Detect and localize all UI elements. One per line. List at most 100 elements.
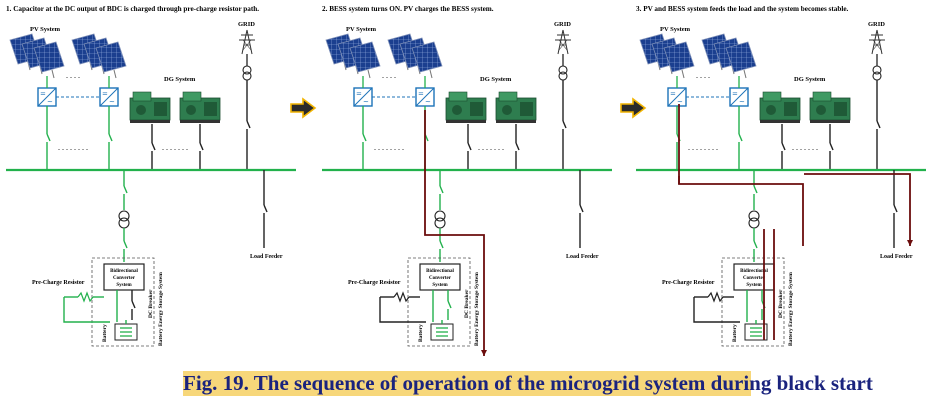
bdc-label-line: Converter — [429, 276, 452, 281]
pv-ellipsis: . . . . — [696, 71, 710, 80]
bdc-label-line: Converter — [743, 276, 766, 281]
panel-1-precharge: 1. Capacitor at the DC output of BDC is … — [6, 5, 296, 347]
dc-breaker — [447, 290, 452, 320]
resistor-icon — [707, 291, 724, 303]
battery-icon — [744, 323, 768, 341]
pv-breaker-ellipsis: . . . . . . . . — [58, 143, 88, 152]
bidirectional-converter-box — [419, 263, 461, 291]
panel-title: 1. Capacitor at the DC output of BDC is … — [6, 5, 259, 13]
pv-array — [71, 33, 127, 79]
transmission-tower-icon — [554, 29, 572, 55]
diesel-generator-icon — [495, 91, 537, 124]
dg-breaker — [199, 124, 204, 170]
caption-background — [183, 371, 751, 396]
power-flow-path — [424, 110, 485, 356]
load-feeder-label: Load Feeder — [880, 254, 913, 260]
pv-breaker-ellipsis: . . . . . . . . — [374, 143, 404, 152]
solar-panel-icon — [33, 41, 65, 79]
bess-container — [407, 257, 471, 347]
bdc-label-line: Bidirectional — [426, 269, 454, 274]
panel-3-stable: 3. PV and BESS system feeds the load and… — [636, 5, 926, 347]
panel-body: 3. PV and BESS system feeds the load and… — [636, 5, 926, 347]
dc-breaker — [131, 290, 136, 320]
bess-container — [91, 257, 155, 347]
inverter-icon — [667, 87, 687, 107]
panel-2-bess-on: 2. BESS system turns ON. PV charges the … — [322, 5, 612, 356]
dg-breaker-ellipsis: . . . . . . . — [162, 143, 188, 152]
pv-breaker — [362, 106, 367, 170]
precharge-resistor-label: Pre-Charge Resistor — [662, 280, 715, 286]
panel-body: 1. Capacitor at the DC output of BDC is … — [6, 5, 296, 347]
pv-array — [325, 33, 381, 79]
bess-transformer-icon — [118, 210, 130, 222]
transformer-icon — [242, 65, 252, 75]
transmission-tower-icon — [238, 29, 256, 55]
transformer-icon — [242, 71, 252, 81]
bess-transformer-icon — [434, 217, 446, 229]
pv-ellipsis: . . . . — [66, 71, 80, 80]
dc-breaker-label: DC Breaker — [778, 289, 784, 318]
panel-body: 2. BESS system turns ON. PV charges the … — [322, 5, 612, 356]
bess-system-label: Battery Energy Storage System — [788, 272, 794, 346]
resistor-icon — [393, 291, 410, 303]
load-feeder-breaker — [579, 170, 584, 248]
pv-breaker — [108, 106, 113, 170]
grid-label: GRID — [238, 21, 255, 28]
bess-ac-breaker — [439, 170, 444, 210]
pv-ellipsis: . . . . — [382, 71, 396, 80]
pv-array — [639, 33, 695, 79]
bess-converter-breaker — [439, 228, 444, 262]
resistor-icon — [77, 291, 94, 303]
pv-array — [9, 33, 65, 79]
transformer-icon — [872, 71, 882, 81]
load-feeder-label: Load Feeder — [566, 254, 599, 260]
sequence-arrow-2 — [620, 97, 647, 119]
bess-container — [721, 257, 785, 347]
pv-breaker — [738, 106, 743, 170]
bdc-label-line: Bidirectional — [740, 269, 768, 274]
bdc-label-line: System — [746, 283, 762, 288]
dg-breaker — [467, 124, 472, 170]
diesel-generator-icon — [129, 91, 171, 124]
bess-converter-breaker — [123, 228, 128, 262]
grid-label: GRID — [868, 21, 885, 28]
bess-system-label: Battery Energy Storage System — [158, 272, 164, 346]
precharge-path — [693, 297, 740, 323]
inverter-icon — [415, 87, 435, 107]
bess-transformer-icon — [434, 210, 446, 222]
load-feeder-label: Load Feeder — [250, 254, 283, 260]
diesel-generator-icon — [445, 91, 487, 124]
solar-panel-icon — [95, 41, 127, 79]
power-flow-arrow — [481, 350, 487, 356]
battery-label: Battery — [732, 324, 738, 342]
power-flow-arrow — [907, 240, 913, 246]
bdc-label-line: System — [432, 283, 448, 288]
dg-breaker — [151, 124, 156, 170]
bess-system-label: Battery Energy Storage System — [474, 272, 480, 346]
bess-converter-breaker — [753, 228, 758, 262]
solar-panel-icon — [349, 41, 381, 79]
solar-panel-icon — [411, 41, 443, 79]
bess-ac-breaker — [123, 170, 128, 210]
dg-system-label: DG System — [480, 76, 512, 83]
solar-panel-icon — [663, 41, 695, 79]
bidirectional-converter-box — [733, 263, 775, 291]
dg-breaker — [781, 124, 786, 170]
pv-system-label: PV System — [660, 26, 691, 33]
bdc-label-line: Converter — [113, 276, 136, 281]
battery-label: Battery — [418, 324, 424, 342]
load-feeder-breaker — [893, 170, 898, 248]
transformer-icon — [558, 65, 568, 75]
bess-transformer-icon — [748, 210, 760, 222]
precharge-path — [379, 297, 426, 323]
grid-breaker — [876, 80, 881, 170]
panel-title: 3. PV and BESS system feeds the load and… — [636, 5, 849, 13]
pv-breaker-ellipsis: . . . . . . . . — [688, 143, 718, 152]
diesel-generator-icon — [759, 91, 801, 124]
bidirectional-converter-box — [103, 263, 145, 291]
diesel-generator-icon — [809, 91, 851, 124]
pv-array — [387, 33, 443, 79]
power-flow-path — [804, 173, 911, 246]
bess-ac-breaker — [753, 170, 758, 210]
